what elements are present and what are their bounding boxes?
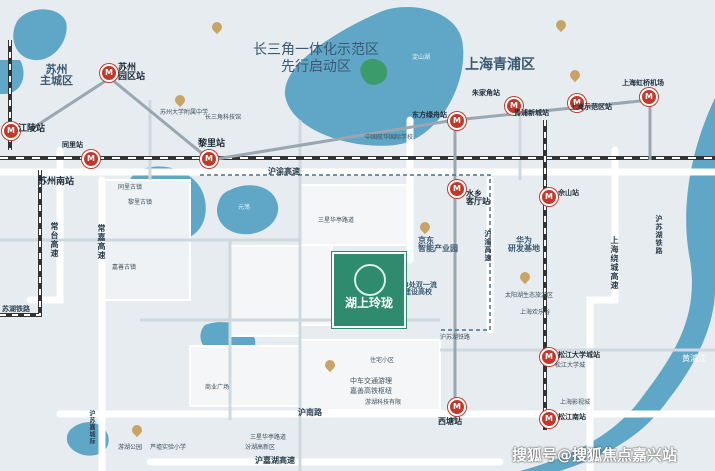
watermark: 搜狐号@搜狐焦点嘉兴站 [512, 446, 678, 464]
station-suzhou-south[interactable]: 苏州南站 [38, 177, 75, 187]
poi-jiashan-hub: 嘉善高铁枢纽 [350, 387, 392, 395]
metro-zhujiajiao-icon[interactable] [505, 97, 523, 115]
road-hujia-label: 沪嘉湖高速 [255, 456, 295, 465]
station-shuixiang[interactable]: 水乡 客厅站 [466, 189, 490, 206]
zone-boundary [200, 174, 491, 331]
project-name: 湖上玲珑 [344, 296, 393, 310]
metro-dongfang-icon[interactable] [448, 112, 466, 130]
poi-lili-town: 黎里古镇 [128, 199, 153, 206]
block-c [299, 244, 333, 326]
poi-youhu-tech: 游湖科技有限 [365, 399, 402, 406]
poi-jiashan-town: 嘉善古镇 [112, 264, 137, 271]
road-huyu-label: 沪渝高速 [484, 230, 492, 262]
road-changjia-label: 常嘉高速 [97, 224, 106, 260]
poi-husu-rail: 沪苏湖铁路 [440, 334, 471, 341]
poi-crrc: 中车交通游理 [350, 377, 392, 385]
station-hongqiao[interactable]: 上海虹桥机场 [622, 79, 664, 87]
road-hunan-south-label: 沪南路 [298, 408, 322, 417]
metro-shuixiang-icon[interactable] [448, 180, 466, 198]
station-zhujiajiao[interactable]: 朱家角站 [472, 89, 500, 97]
road-hunan-label: 沪渝高速 [268, 167, 300, 176]
station-dongfang[interactable]: 东方绿舟站 [412, 111, 447, 119]
poi-school: 中国航华国际学校 [365, 134, 414, 141]
metro-lili-icon[interactable] [200, 150, 218, 168]
poi-huangpu-river: 黄浦江 [682, 354, 706, 363]
metro-demo-station-icon[interactable] [568, 94, 586, 112]
station-lili[interactable]: 黎里站 [198, 139, 226, 149]
station-songjiang-south[interactable]: 松江南站 [558, 413, 586, 421]
metro-songjiang-south-icon[interactable] [540, 410, 558, 428]
station-xitang[interactable]: 西塘站 [438, 417, 462, 426]
metro-songjiang-univ-icon[interactable] [540, 348, 558, 366]
station-suzhou-park[interactable]: 苏州 园区站 [118, 63, 146, 82]
metro-suzhou-south-icon[interactable] [82, 150, 100, 168]
region-universities: 3处双一流 建设高校 [404, 281, 437, 296]
poi-suzhou-univ: 苏州大学附属中学 [160, 109, 209, 116]
project-logo-icon [354, 264, 386, 296]
poi-science-museum: 长三角科技馆 [205, 114, 242, 121]
block-a [299, 184, 411, 246]
poi-sanxing: 三星华亭路道 [318, 217, 355, 224]
poi-happy-valley: 上海欢乐谷 [520, 309, 551, 316]
region-demo-zone: 长三角一体化示范区 先行启动区 [253, 42, 379, 75]
poi-sun-lake: 太阳湖生态旅游区 [505, 292, 554, 299]
rail-suhu [0, 170, 42, 317]
poi-dianshan-lake: 淀山湖 [412, 54, 431, 61]
road-songjiang-line-label: 沪苏嘉城际 [88, 410, 95, 445]
road-shanghai-rc-label: 上海绕城高速 [610, 236, 619, 290]
poi-yuandang: 元荡 [238, 204, 251, 211]
island-green [360, 58, 388, 85]
lake-yuandang [217, 185, 279, 235]
region-huawei: 华为 研发基地 [508, 236, 540, 253]
hwy-shanghai-rc [586, 146, 619, 471]
station-sheshan[interactable]: 佘山站 [558, 189, 579, 197]
poi-youhu-park: 游湖公园 [118, 444, 143, 451]
road-suhu-label: 苏湖铁路 [2, 305, 30, 313]
poi-sanxing-2: 三星华亭路道 [250, 434, 287, 441]
region-qingpu: 上海青浦区 [465, 57, 535, 73]
station-tongli[interactable]: 同里站 [62, 141, 83, 149]
lake-top-left [13, 9, 67, 61]
poi-songjiang-univ: 松江大学城 [555, 362, 586, 369]
region-jingdong: 京东 智能产业园 [418, 236, 458, 253]
station-jiangling[interactable]: 江陵站 [18, 124, 46, 134]
station-qingpu-xincheng[interactable]: 青浦新城站 [514, 109, 549, 117]
station-demo[interactable]: 上海示范区站 [570, 103, 612, 111]
block-b [229, 245, 301, 337]
metro-xitang-icon[interactable] [448, 398, 466, 416]
project-marker[interactable]: 湖上玲珑 [332, 252, 406, 328]
metro-hongqiao-icon[interactable] [640, 88, 658, 106]
lake-bottom-left [66, 422, 109, 456]
poi-residential: 住宅小区 [370, 357, 395, 364]
metro-sheshan-icon[interactable] [540, 188, 558, 206]
poi-tongli-town: 同里古镇 [118, 184, 143, 191]
river-huangpu [520, 98, 715, 471]
road-changtai-label: 常台高速 [50, 222, 59, 258]
block-d [299, 339, 441, 411]
poi-luxu-school: 芦墟实验小学 [150, 444, 187, 451]
poi-plaza: 商业广场 [205, 384, 230, 391]
region-suzhou: 苏州 主城区 [40, 63, 73, 87]
block-e [189, 345, 301, 407]
poi-fenhu: 汾湖高新区 [245, 444, 276, 451]
metro-jiangling-icon[interactable] [2, 122, 20, 140]
poi-film-city: 上海影视城 [560, 399, 591, 406]
station-songjiang-univ[interactable]: 松江大学城站 [558, 351, 600, 359]
road-husu-label: 沪苏湖铁路 [655, 215, 663, 255]
metro-suzhou-park-icon[interactable] [100, 64, 118, 82]
rail-suhu-dash [0, 170, 41, 316]
